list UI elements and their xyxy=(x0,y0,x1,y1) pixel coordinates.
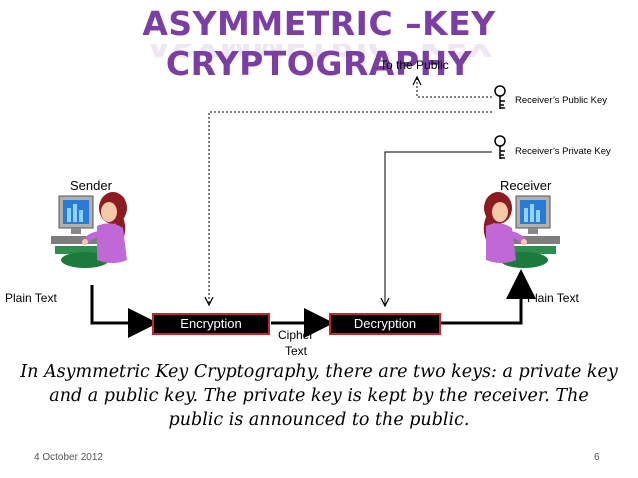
public-key-to-public-line xyxy=(417,78,492,98)
to-public-label: To the Public xyxy=(380,58,449,72)
sender-to-encryption-line xyxy=(90,285,158,338)
receiver-person-icon xyxy=(483,192,560,268)
sender-person-icon xyxy=(51,192,127,268)
sender-label: Sender xyxy=(70,178,112,193)
private-key-to-decryption-line xyxy=(385,151,492,305)
public-key-to-encryption-line xyxy=(209,111,492,304)
plain-text-left-label: Plain Text xyxy=(5,291,57,305)
decryption-box: Decryption xyxy=(329,313,441,335)
footer-page-number: 6 xyxy=(594,452,600,463)
slide-title: ASYMMETRIC –KEY CRYPTOGRAPHY xyxy=(142,4,496,83)
cipher-text-label-line2: Text xyxy=(285,344,308,358)
private-key-icon xyxy=(494,135,506,159)
encryption-box: Encryption xyxy=(152,313,270,335)
private-key-label: Receiver’s Private Key xyxy=(515,146,611,157)
caption-text: In Asymmetric Key Cryptography, there ar… xyxy=(20,362,618,430)
public-key-label: Receiver’s Public Key xyxy=(515,95,608,106)
receiver-label: Receiver xyxy=(500,178,552,193)
footer-date: 4 October 2012 xyxy=(34,452,103,463)
plain-text-right-label: Plain Text xyxy=(527,291,579,305)
decryption-to-receiver-line xyxy=(424,269,536,325)
public-key-icon xyxy=(494,85,506,109)
cipher-text-label-line1: Cipher xyxy=(278,328,314,342)
